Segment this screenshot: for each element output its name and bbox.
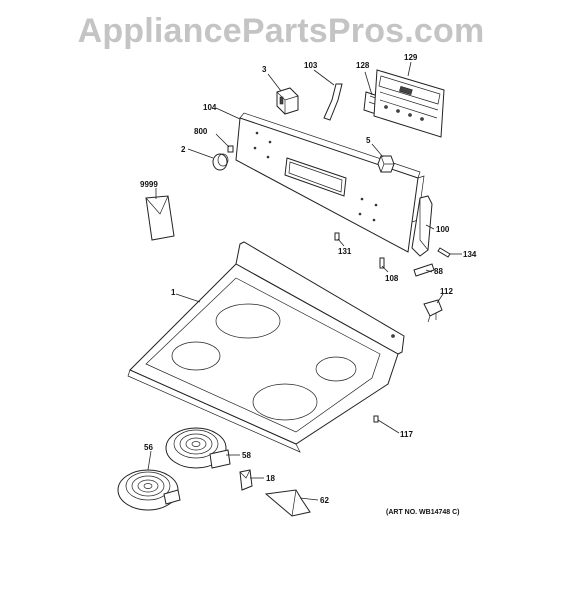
watermark-text: AppliancePartsPros.com [77,12,485,50]
control-board-part[interactable] [373,69,445,138]
end-cap-part[interactable] [411,195,433,257]
cooktop-part[interactable] [127,241,405,453]
knob-part[interactable] [212,153,229,171]
screw-800-part[interactable] [227,145,234,153]
limit-switch-part[interactable] [423,299,443,323]
label-3: 3 [262,65,267,74]
label-134: 134 [463,250,477,259]
light-socket-part[interactable] [377,155,395,173]
label-131: 131 [338,247,352,256]
label-2: 2 [181,145,186,154]
label-129: 129 [404,53,418,62]
leader-lines [147,61,462,501]
clip-part[interactable] [413,263,435,277]
art-number: (ART NO. WB14748 C) [386,509,460,516]
bracket-part[interactable] [323,83,343,121]
label-1: 1 [171,288,176,297]
receptacle-part[interactable] [239,469,253,491]
label-62: 62 [320,496,329,505]
element-bracket-part[interactable] [264,489,311,517]
label-103: 103 [304,61,318,70]
literature-envelope-part[interactable] [145,195,175,241]
label-112: 112 [440,287,453,296]
backsplash-panel[interactable] [235,112,425,253]
label-56: 56 [144,443,153,452]
screw-117-part[interactable] [373,415,379,423]
label-800: 800 [194,127,208,136]
label-100: 100 [436,225,450,234]
label-58: 58 [242,451,251,460]
screw-134-part[interactable] [437,247,451,258]
label-128: 128 [356,61,370,70]
label-9999: 9999 [140,180,158,189]
label-88: 88 [434,267,443,276]
surface-element-small-part[interactable] [117,469,181,511]
switch-part[interactable] [276,87,299,115]
part-labels: 3 103 128 129 104 800 2 5 9999 100 131 1… [140,53,477,516]
label-5: 5 [366,136,371,145]
label-117: 117 [400,430,413,439]
surface-element-large-part[interactable] [165,427,231,469]
label-108: 108 [385,274,399,283]
label-18: 18 [266,474,275,483]
label-104: 104 [203,103,217,112]
